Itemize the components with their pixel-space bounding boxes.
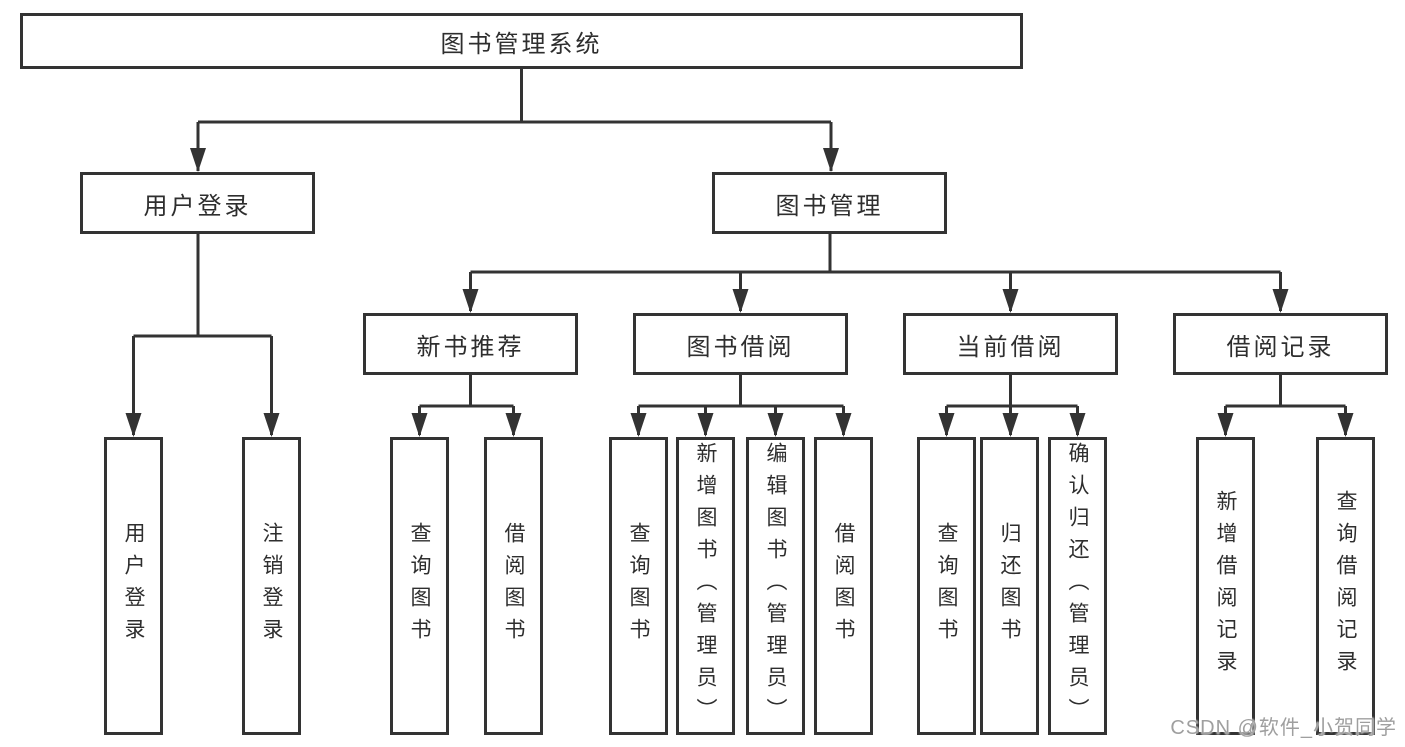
leaf-add-borrow-record: 新增借阅记录 — [1196, 437, 1255, 735]
node-borrow-record: 借阅记录 — [1173, 313, 1388, 375]
leaf-user-login: 用户登录 — [104, 437, 163, 735]
leaf-query-book-borrow: 查询图书 — [609, 437, 668, 735]
leaf-label: 编辑图书（管理员） — [764, 442, 787, 730]
node-label: 新书推荐 — [416, 333, 525, 361]
node-label: 当前借阅 — [956, 333, 1065, 361]
leaf-add-book-admin: 新增图书（管理员） — [676, 437, 735, 735]
leaf-query-borrow-record: 查询借阅记录 — [1316, 437, 1375, 735]
leaf-label: 新增图书（管理员） — [694, 442, 717, 730]
leaf-label: 用户登录 — [122, 522, 145, 650]
node-label: 借阅记录 — [1226, 333, 1335, 361]
leaf-label: 归还图书 — [998, 522, 1021, 650]
node-book-borrow: 图书借阅 — [633, 313, 848, 375]
leaf-query-book-recommend: 查询图书 — [390, 437, 449, 735]
leaf-label: 查询借阅记录 — [1334, 490, 1357, 682]
node-book-management: 图书管理 — [712, 172, 947, 234]
leaf-label: 查询图书 — [935, 522, 958, 650]
node-user-login: 用户登录 — [80, 172, 315, 234]
node-label: 用户登录 — [143, 192, 252, 220]
arrowheads — [125, 148, 1354, 437]
node-current-borrow: 当前借阅 — [903, 313, 1118, 375]
csdn-watermark: CSDN @软件_小贺同学 — [1170, 717, 1397, 739]
leaf-return-book: 归还图书 — [980, 437, 1039, 735]
leaf-label: 借阅图书 — [502, 522, 525, 650]
leaf-borrow-book: 借阅图书 — [814, 437, 873, 735]
leaf-label: 查询图书 — [627, 522, 650, 650]
leaf-label: 确认归还（管理员） — [1066, 442, 1089, 730]
leaf-edit-book-admin: 编辑图书（管理员） — [746, 437, 805, 735]
leaf-label: 新增借阅记录 — [1214, 490, 1237, 682]
node-label: 图书借阅 — [686, 333, 795, 361]
node-label: 图书管理系统 — [440, 30, 603, 58]
leaf-logout-login: 注销登录 — [242, 437, 301, 735]
leaf-label: 注销登录 — [260, 522, 283, 650]
node-new-book-recommend: 新书推荐 — [363, 313, 578, 375]
leaf-query-book-current: 查询图书 — [917, 437, 976, 735]
node-label: 图书管理 — [775, 192, 884, 220]
leaf-borrow-book-recommend: 借阅图书 — [484, 437, 543, 735]
leaf-confirm-return-admin: 确认归还（管理员） — [1048, 437, 1107, 735]
node-library-management-system: 图书管理系统 — [20, 13, 1023, 69]
leaf-label: 查询图书 — [408, 522, 431, 650]
leaf-label: 借阅图书 — [832, 522, 855, 650]
